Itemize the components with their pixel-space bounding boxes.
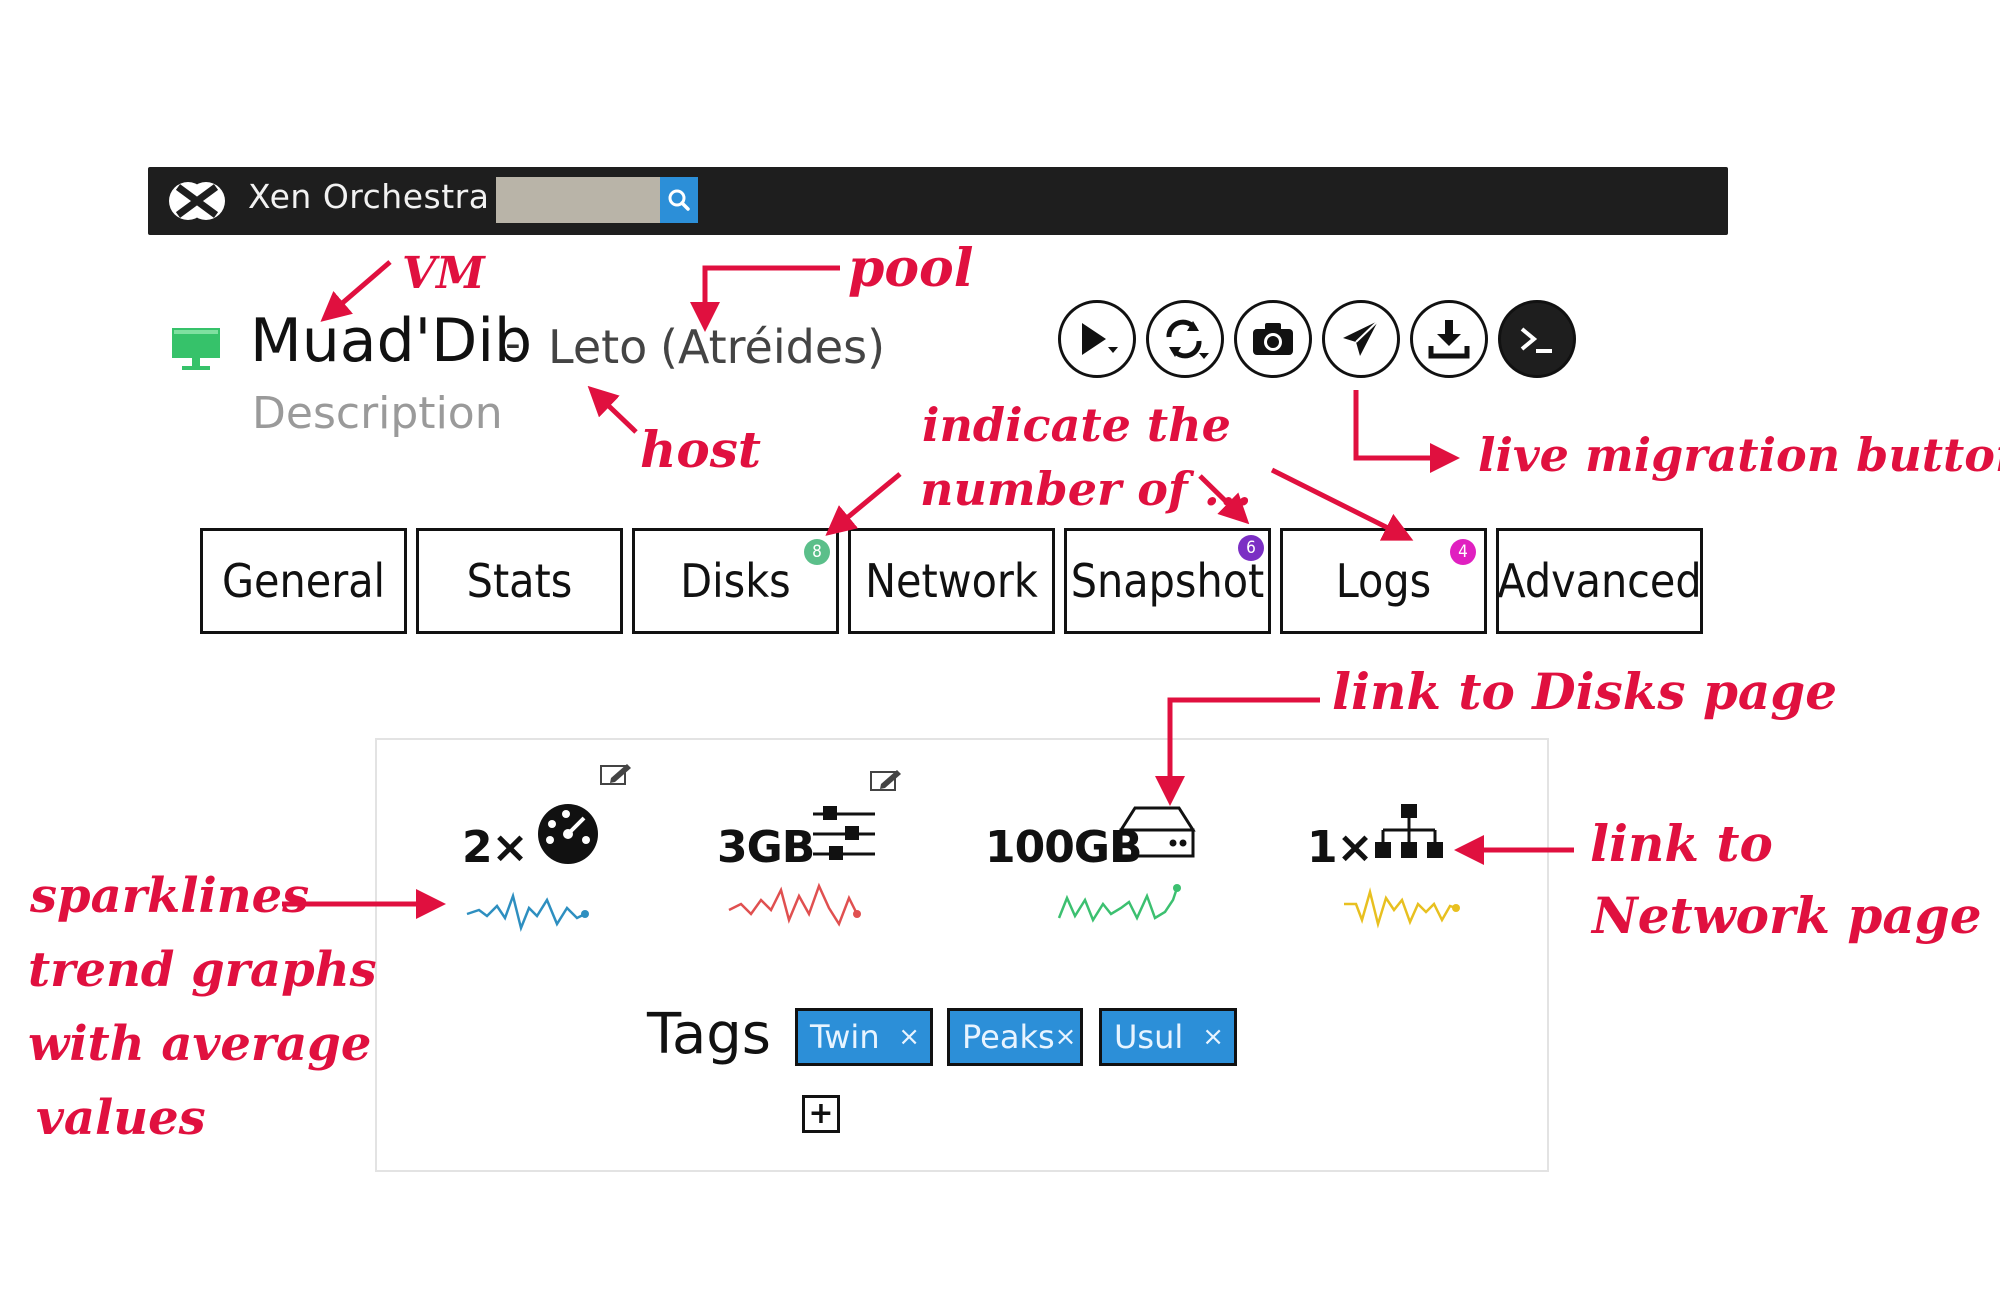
- memory-sliders-icon: [809, 802, 879, 870]
- restart-button[interactable]: [1146, 300, 1224, 378]
- annotation-indicate: indicate the: [922, 398, 1231, 452]
- tab-stats[interactable]: Stats: [416, 528, 623, 634]
- remove-tag-icon[interactable]: ×: [1202, 1022, 1224, 1052]
- network-count: 1×: [1307, 822, 1373, 873]
- edit-ram-icon[interactable]: [869, 768, 903, 794]
- tab-snapshot[interactable]: Snapshot 6: [1064, 528, 1271, 634]
- tag-peaks[interactable]: Peaks ×: [947, 1008, 1083, 1066]
- ram-sparkline[interactable]: [727, 880, 867, 934]
- edit-cpu-icon[interactable]: [599, 762, 633, 788]
- network-sparkline[interactable]: [1342, 882, 1462, 936]
- annotation-link-network-2: Network page: [1592, 886, 1982, 945]
- speedometer-icon: [532, 798, 604, 868]
- snapshot-button[interactable]: [1234, 300, 1312, 378]
- vm-name[interactable]: Muad'Dib: [250, 306, 533, 376]
- annotation-host: host: [640, 420, 761, 479]
- annotation-link-disks: link to Disks page: [1332, 662, 1838, 721]
- cpu-count: 2×: [462, 822, 528, 873]
- search-icon: [668, 189, 690, 211]
- annotation-sparklines-4: values: [36, 1090, 206, 1146]
- snapshot-count-badge: 6: [1238, 535, 1264, 561]
- search-input[interactable]: [496, 177, 660, 223]
- tab-network[interactable]: Network: [848, 528, 1055, 634]
- disk-sparkline[interactable]: [1057, 878, 1187, 932]
- download-icon: [1428, 320, 1470, 359]
- live-migration-button[interactable]: [1322, 300, 1400, 378]
- add-tag-button[interactable]: +: [802, 1095, 840, 1133]
- tag-twin[interactable]: Twin ×: [795, 1008, 933, 1066]
- tab-advanced[interactable]: Advanced: [1496, 528, 1703, 634]
- cpu-sparkline[interactable]: [465, 888, 595, 938]
- tab-disks[interactable]: Disks 8: [632, 528, 839, 634]
- annotation-live-migration: live migration button: [1478, 428, 2000, 482]
- xen-orchestra-logo[interactable]: [168, 179, 226, 223]
- general-panel: 2× 3GB 100G: [375, 738, 1549, 1172]
- refresh-dropdown-icon: [1166, 319, 1209, 359]
- tab-general[interactable]: General: [200, 528, 407, 634]
- logs-count-badge: 4: [1450, 539, 1476, 565]
- annotation-vm: VM: [402, 248, 485, 299]
- network-icon[interactable]: [1373, 802, 1445, 868]
- console-button[interactable]: [1498, 300, 1576, 378]
- annotation-sparklines-1: sparklines: [30, 868, 310, 924]
- annotation-link-network-1: link to: [1590, 814, 1773, 873]
- remove-tag-icon[interactable]: ×: [1054, 1022, 1077, 1052]
- play-dropdown-icon: [1082, 323, 1118, 355]
- remove-tag-icon[interactable]: ×: [898, 1022, 920, 1052]
- vm-name-separator: -: [505, 318, 521, 369]
- camera-icon: [1253, 323, 1293, 355]
- start-button[interactable]: [1058, 300, 1136, 378]
- search-button[interactable]: [660, 177, 698, 223]
- ram-size: 3GB: [717, 822, 815, 873]
- tags-label: Tags :: [647, 1002, 808, 1067]
- plus-icon: +: [808, 1096, 834, 1131]
- terminal-icon: [1520, 327, 1552, 353]
- export-button[interactable]: [1410, 300, 1488, 378]
- disk-size[interactable]: 100GB: [985, 822, 1142, 873]
- annotation-number-of: number of ...: [920, 462, 1252, 516]
- top-navigation-bar: Xen Orchestra: [148, 167, 1728, 235]
- disks-count-badge: 8: [804, 539, 830, 565]
- annotation-sparklines-3: with average: [28, 1016, 372, 1072]
- vm-status-icon: [170, 326, 222, 376]
- app-title: Xen Orchestra: [248, 177, 490, 216]
- tag-usul[interactable]: Usul ×: [1099, 1008, 1237, 1066]
- paper-plane-icon: [1343, 320, 1379, 356]
- vm-description[interactable]: Description: [252, 388, 503, 439]
- annotation-pool: pool: [848, 238, 974, 299]
- annotation-sparklines-2: trend graphs: [28, 942, 377, 998]
- host-link[interactable]: Leto: [548, 320, 648, 374]
- tab-logs[interactable]: Logs 4: [1280, 528, 1487, 634]
- hard-drive-icon[interactable]: [1117, 802, 1197, 866]
